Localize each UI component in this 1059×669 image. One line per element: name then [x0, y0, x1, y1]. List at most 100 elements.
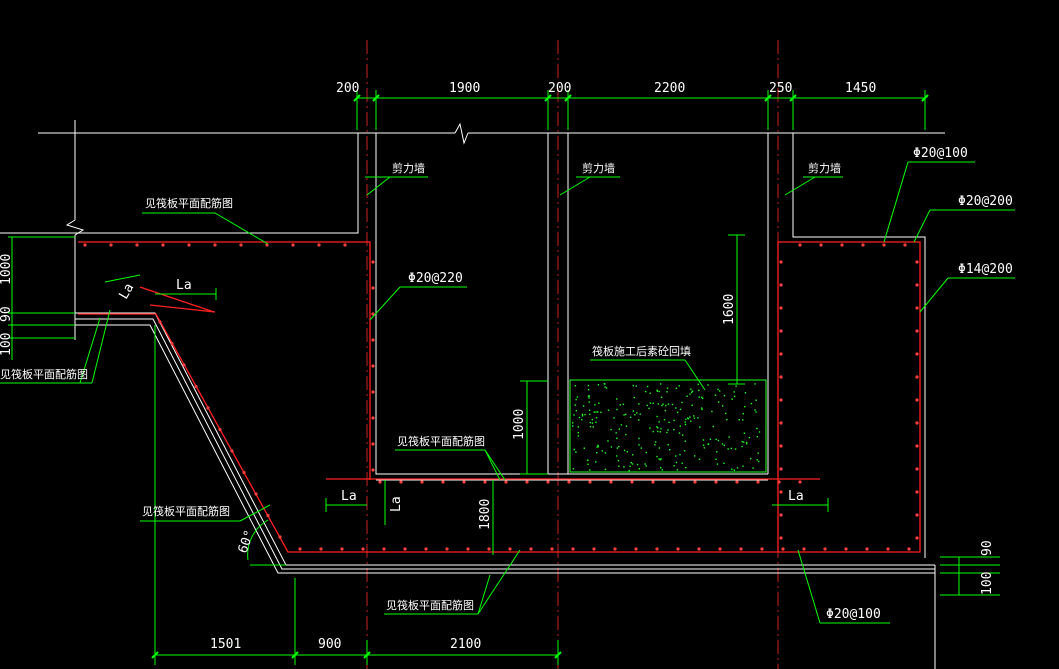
- backfill-speckle: [632, 410, 634, 412]
- rebar-dot: [504, 480, 508, 484]
- rebar-dot: [630, 480, 634, 484]
- rebar-dot: [298, 547, 302, 551]
- vdim-1600: 1600: [722, 294, 737, 325]
- rebar-dot: [779, 421, 783, 425]
- backfill-speckle: [575, 451, 577, 453]
- backfill-speckle: [656, 390, 659, 392]
- backfill-speckle: [693, 415, 695, 417]
- backfill-speckle: [675, 387, 678, 389]
- backfill-speckle: [610, 428, 612, 431]
- backfill-speckle: [657, 427, 659, 429]
- backfill-speckle: [660, 383, 662, 385]
- backfill-speckle: [591, 418, 593, 421]
- backfill-speckle: [685, 466, 687, 469]
- backfill-speckle: [595, 421, 597, 423]
- backfill-speckle: [722, 405, 724, 407]
- rebar-dot: [779, 375, 783, 379]
- backfill-speckle: [698, 396, 700, 398]
- backfill-speckle: [628, 469, 630, 472]
- backfill-speckle: [623, 414, 625, 416]
- backfill-speckle: [702, 444, 705, 446]
- backfill-speckle: [604, 452, 606, 454]
- backfill-speckle: [675, 455, 677, 457]
- rebar-dot: [371, 286, 375, 290]
- backfill-speckle: [575, 410, 578, 412]
- backfill-speckle: [666, 431, 668, 434]
- backfill-speckle: [645, 451, 647, 454]
- vdim-right-100: 100: [980, 572, 995, 595]
- leader-lines: [0, 161, 1015, 624]
- backfill-speckle: [669, 449, 671, 451]
- backfill-speckle: [662, 403, 664, 405]
- backfill-speckle: [597, 411, 599, 413]
- backfill-speckle: [757, 452, 759, 454]
- rebar-dot: [319, 547, 323, 551]
- backfill-speckle: [698, 458, 701, 461]
- backfill-speckle: [581, 418, 583, 421]
- backfill-speckle: [743, 441, 745, 443]
- backfill-speckle: [677, 411, 679, 414]
- backfill-speckle: [656, 415, 658, 418]
- backfill-speckle: [733, 469, 735, 471]
- label-raft-ref-slope: 见筏板平面配筋图: [142, 504, 230, 518]
- backfill-speckle: [738, 419, 740, 421]
- rebar-dot: [915, 260, 919, 264]
- backfill-speckle: [604, 383, 606, 385]
- bottom-dimension-chain: [151, 325, 562, 665]
- backfill-speckle: [604, 386, 606, 388]
- backfill-speckle: [755, 399, 757, 401]
- rebar-dot: [182, 363, 186, 367]
- backfill-speckle: [666, 387, 669, 389]
- backfill-speckle: [659, 458, 661, 461]
- backfill-speckle: [577, 426, 579, 428]
- rebar-lines: [78, 241, 921, 553]
- backfill-speckle: [667, 429, 669, 431]
- backfill-speckle: [736, 467, 739, 469]
- backfill-speckle: [756, 459, 758, 461]
- rebar-dot: [529, 547, 533, 551]
- backfill-speckle: [709, 438, 712, 440]
- rebar-dot: [588, 480, 592, 484]
- backfill-speckle: [673, 428, 675, 431]
- backfill-speckle: [578, 416, 581, 419]
- backfill-speckle: [589, 426, 592, 428]
- rebar-dot: [158, 320, 162, 324]
- backfill-speckle: [583, 447, 585, 449]
- backfill-speckle: [648, 407, 650, 410]
- backfill-speckle: [625, 433, 627, 436]
- rebar-slope-outer: [78, 241, 921, 553]
- backfill-speckle: [733, 391, 735, 393]
- rebar-dot: [915, 283, 919, 287]
- backfill-speckle: [734, 448, 737, 450]
- backfill-speckle: [635, 385, 637, 387]
- vdim-la: La: [389, 496, 404, 512]
- backfill-speckle: [638, 444, 640, 446]
- backfill-speckle: [673, 465, 675, 467]
- backfill-speckle: [615, 432, 617, 434]
- backfill-speckle: [687, 418, 690, 420]
- backfill-speckle: [604, 468, 607, 471]
- backfill-speckle: [613, 417, 615, 419]
- backfill-speckle: [748, 436, 751, 439]
- backfill-speckle: [756, 436, 758, 438]
- backfill-speckle: [754, 383, 756, 385]
- backfill-speckle: [589, 421, 591, 424]
- backfill-speckle: [631, 463, 634, 465]
- label-la-left: La: [341, 489, 357, 504]
- backfill-speckle: [684, 421, 686, 423]
- structure-outline: [0, 133, 936, 669]
- backfill-speckle: [629, 465, 631, 467]
- backfill-speckle: [742, 465, 744, 467]
- backfill-speckle: [693, 417, 696, 419]
- backfill-speckle: [588, 395, 591, 397]
- rebar-dot: [135, 243, 139, 247]
- rebar-dot: [483, 480, 487, 484]
- backfill-speckle: [757, 460, 760, 463]
- rebar-dot: [187, 243, 191, 247]
- rebar-dot: [693, 480, 697, 484]
- rebar-dot: [213, 243, 217, 247]
- rebar-dot: [525, 480, 529, 484]
- backfill-speckle: [660, 427, 662, 430]
- rebar-dot: [865, 547, 869, 551]
